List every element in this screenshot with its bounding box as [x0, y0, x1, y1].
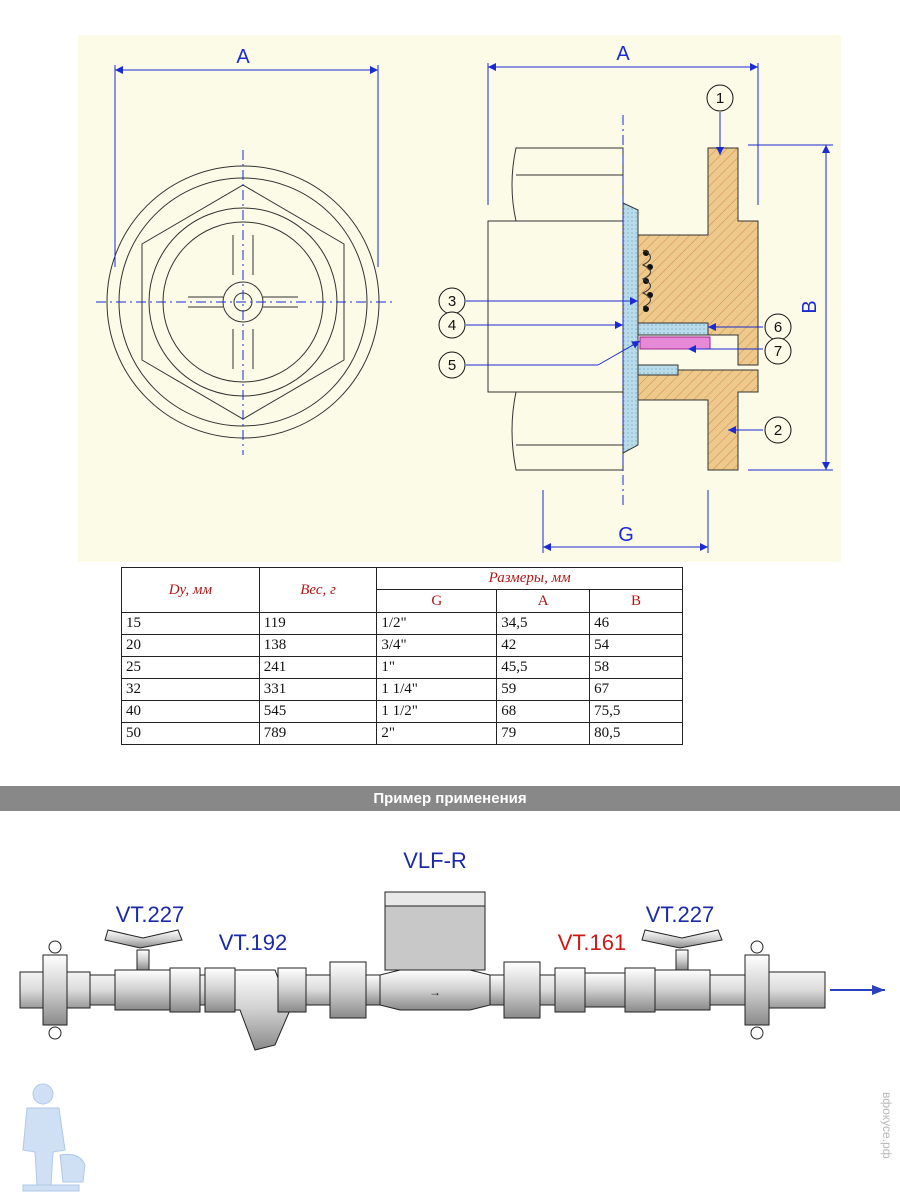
dim-label-g: G — [618, 524, 634, 546]
callout-6: 6 — [774, 319, 782, 336]
cell-dy: 25 — [121, 656, 260, 679]
cell-a: 68 — [496, 700, 591, 723]
cell-dy: 20 — [121, 634, 260, 657]
callout-4: 4 — [448, 317, 456, 334]
cell-weight: 119 — [258, 612, 378, 635]
callout-1: 1 — [716, 90, 724, 107]
table-row: 40 545 1 1/2" 68 75,5 — [121, 700, 683, 723]
ball-valve-left — [104, 929, 201, 1013]
flow-arrow-meter: → — [429, 985, 441, 999]
label-vt227-right: VT.227 — [646, 902, 715, 927]
clamp-right — [744, 940, 770, 1040]
table-row: 25 241 1" 45,5 58 — [121, 656, 683, 679]
front-view — [96, 65, 396, 455]
cell-g: 3/4" — [376, 634, 498, 657]
cell-g: 1" — [376, 656, 498, 679]
cell-weight: 789 — [258, 722, 378, 745]
cell-dy: 50 — [121, 722, 260, 745]
dim-label-b: B — [799, 300, 821, 313]
cell-g: 1 1/4" — [376, 678, 498, 701]
table-row: 50 789 2" 79 80,5 — [121, 722, 683, 745]
cell-weight: 331 — [258, 678, 378, 701]
cell-g: 1 1/2" — [376, 700, 498, 723]
subheader-g: G — [376, 589, 498, 613]
ball-valve-right — [641, 929, 723, 1011]
callout-3: 3 — [448, 293, 456, 310]
plumber-mascot-logo — [22, 1083, 86, 1192]
cell-dy: 40 — [121, 700, 260, 723]
technical-drawing: A — [78, 35, 841, 562]
union-left — [329, 961, 381, 1019]
table-row: 20 138 3/4" 42 54 — [121, 634, 683, 657]
strainer — [204, 967, 307, 1051]
cell-a: 34,5 — [496, 612, 591, 635]
callout-7: 7 — [774, 343, 782, 360]
callout-2: 2 — [774, 422, 782, 439]
cell-dy: 32 — [121, 678, 260, 701]
callout-5: 5 — [448, 357, 456, 374]
application-scheme: → VT.227 VT.192 VLF-R VT.161 VT.227 — [19, 848, 885, 1051]
cell-g: 2" — [376, 722, 498, 745]
cell-b: 46 — [589, 612, 683, 635]
label-vt161: VT.161 — [558, 930, 627, 955]
dim-label-a-section: A — [616, 43, 630, 65]
cell-a: 42 — [496, 634, 591, 657]
label-vt227-left: VT.227 — [116, 902, 185, 927]
cell-dy: 15 — [121, 612, 260, 635]
cell-b: 80,5 — [589, 722, 683, 745]
cell-weight: 241 — [258, 656, 378, 679]
label-vlf-r: VLF-R — [403, 848, 467, 873]
section-banner: Пример применения — [0, 786, 900, 811]
table-row: 32 331 1 1/4" 59 67 — [121, 678, 683, 701]
subheader-b: B — [589, 589, 683, 613]
cell-b: 58 — [589, 656, 683, 679]
header-dy: Dy, мм — [121, 567, 260, 613]
cell-b: 75,5 — [589, 700, 683, 723]
header-sizes: Размеры, мм — [376, 567, 683, 590]
clamp-left — [42, 940, 68, 1040]
cell-a: 45,5 — [496, 656, 591, 679]
cell-b: 54 — [589, 634, 683, 657]
dimensions-table: Dy, мм Вес, г Размеры, мм G A B 15 119 1… — [121, 567, 683, 745]
label-vt192: VT.192 — [219, 930, 288, 955]
union-right — [489, 961, 541, 1019]
site-watermark: вфокусе.рф — [880, 1091, 894, 1159]
dim-label-a-front: A — [236, 46, 250, 68]
cell-a: 79 — [496, 722, 591, 745]
section-view — [438, 63, 833, 553]
check-valve — [554, 967, 656, 1013]
cell-weight: 545 — [258, 700, 378, 723]
cell-weight: 138 — [258, 634, 378, 657]
cell-a: 59 — [496, 678, 591, 701]
table-row: 15 119 1/2" 34,5 46 — [121, 612, 683, 635]
cell-b: 67 — [589, 678, 683, 701]
water-meter — [379, 891, 491, 1011]
cell-g: 1/2" — [376, 612, 498, 635]
subheader-a: A — [496, 589, 591, 613]
pipe-right — [764, 971, 826, 1009]
spring-coils — [643, 250, 653, 312]
header-weight: Вес, г — [258, 567, 378, 613]
